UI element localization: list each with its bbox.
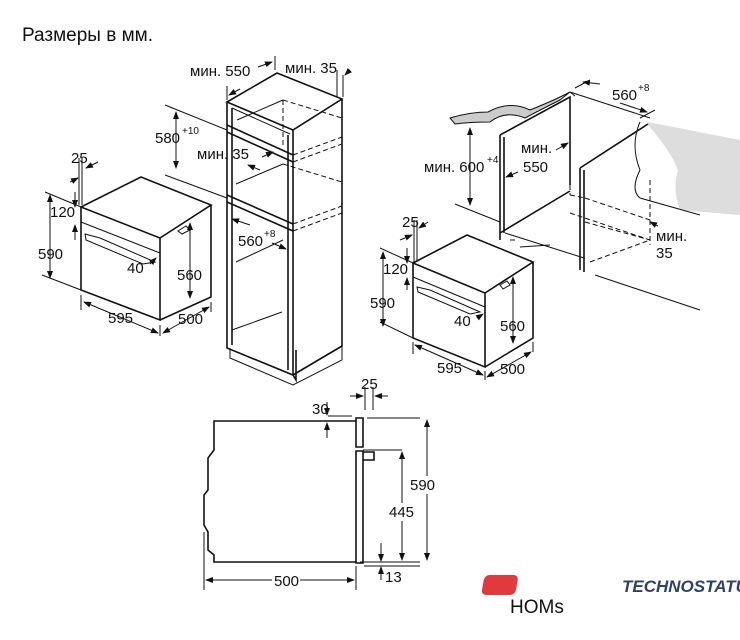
dim-560: 560: [177, 267, 202, 284]
technostatus-logo: ts TECHNOSTATUS: [481, 575, 740, 596]
dim-25: 25: [402, 214, 419, 231]
logo-mark: ts: [592, 578, 606, 595]
dim-min-35-rear: мин. 35: [197, 146, 249, 163]
dim-595: 595: [108, 310, 133, 327]
dim-445: 445: [389, 504, 414, 521]
dim-560-tol: +8: [264, 229, 276, 240]
model-name: HOMs: [510, 597, 564, 618]
dim-min-550-b: 550: [523, 159, 548, 176]
dim-500: 500: [178, 311, 203, 328]
dim-120: 120: [50, 204, 75, 221]
dim-580-tol: +10: [182, 126, 199, 137]
dim-595: 595: [437, 360, 462, 377]
oven-right: 25 120 590 40 560 595 500: [370, 214, 535, 380]
logo-name: TECHNOSTATUS: [622, 577, 740, 596]
dim-500: 500: [500, 361, 525, 378]
dim-590: 590: [410, 477, 435, 494]
dim-min-35-b: 35: [656, 245, 673, 262]
dim-40: 40: [454, 313, 471, 330]
page-title: Размеры в мм.: [22, 25, 153, 46]
dim-min-550-a: мин.: [521, 140, 552, 157]
dim-560: 560: [500, 318, 525, 335]
undercounter-cabinet: 560 +8 мин. 600 +4 мин. 550 мин. 35: [424, 79, 740, 311]
dim-min-600: мин. 600: [424, 159, 484, 176]
dim-min-35-a: мин.: [656, 228, 687, 245]
tall-cabinet: мин. 550 мин. 35 580 +10 мин. 35 560 +8: [155, 56, 353, 386]
dim-580: 580: [155, 130, 180, 147]
dim-560: 560: [238, 233, 263, 250]
dim-590: 590: [370, 295, 395, 312]
oven-left: 25 120 590 40 560 595 500: [38, 150, 213, 336]
dim-13: 13: [385, 569, 402, 586]
dim-30: 30: [312, 401, 329, 418]
oven-side-view: 25 30 590 445 500 13: [203, 376, 438, 590]
dim-600-tol: +4: [487, 155, 499, 166]
dim-590: 590: [38, 246, 63, 263]
dim-500: 500: [274, 573, 299, 590]
dim-40: 40: [127, 260, 144, 277]
dim-560: 560: [612, 87, 637, 104]
dim-120: 120: [383, 261, 408, 278]
dim-25: 25: [361, 376, 378, 393]
dim-25: 25: [71, 150, 88, 167]
logo-mark-icon: [481, 575, 518, 595]
dim-560-tol: +8: [638, 83, 650, 94]
dim-min-550: мин. 550: [190, 63, 250, 80]
dim-min-35-top: мин. 35: [285, 60, 337, 77]
